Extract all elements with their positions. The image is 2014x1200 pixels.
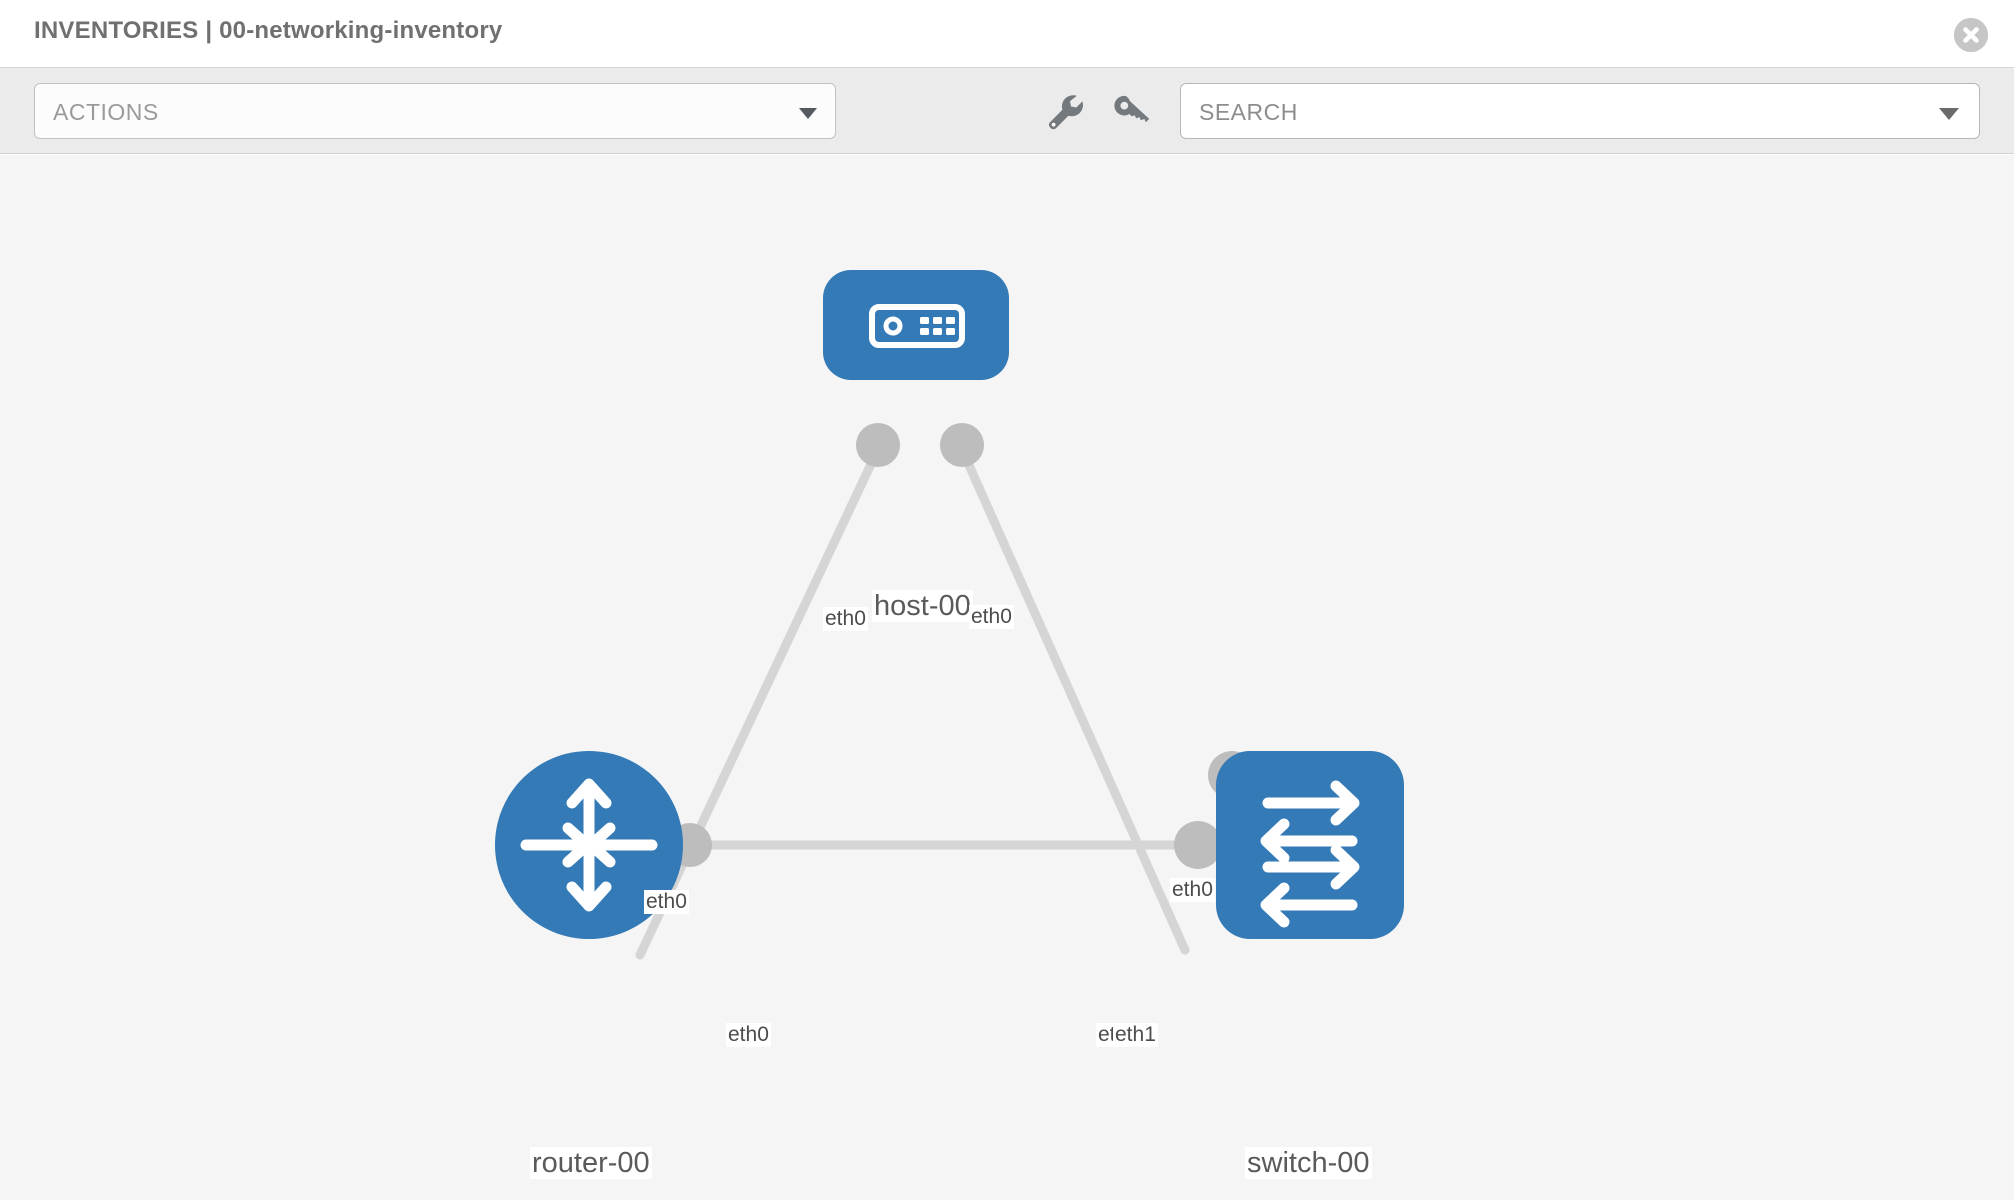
page-title: INVENTORIES | 00-networking-inventory: [34, 17, 503, 44]
node-switch-00: [1216, 751, 1404, 939]
connector-host-right: [940, 423, 984, 467]
key-icon[interactable]: [1110, 90, 1152, 132]
node-label-switch-00: switch-00: [1245, 1147, 1372, 1180]
title-bar: INVENTORIES | 00-networking-inventory: [0, 0, 2014, 68]
chevron-down-icon: [799, 108, 817, 119]
chevron-down-icon: [1939, 108, 1959, 120]
connector-host-left: [856, 423, 900, 467]
edge-label-host-router-to: eth0: [644, 890, 689, 915]
node-label-router-00: router-00: [530, 1147, 652, 1180]
search-input[interactable]: SEARCH: [1180, 83, 1980, 139]
router-four-arrows-icon: [520, 778, 658, 912]
edge-layer: [635, 440, 1205, 960]
wrench-icon[interactable]: [1043, 90, 1085, 132]
edge-host-router: [635, 440, 885, 960]
edge-label-host-router-from: eth0: [823, 607, 868, 632]
switch-arrows-icon: [1260, 780, 1360, 928]
topology-graph: [495, 270, 1404, 960]
edge-label-router-switch-to: eth1: [1113, 1023, 1158, 1048]
node-host-00: [823, 270, 1009, 380]
actions-dropdown-label: ACTIONS: [53, 99, 159, 125]
connector-layer: [668, 423, 1256, 869]
node-label-host-00: host-00: [872, 590, 973, 623]
edge-label-host-switch-to: eth0: [1170, 878, 1215, 903]
actions-dropdown[interactable]: ACTIONS: [34, 83, 836, 139]
edge-host-switch: [955, 440, 1190, 955]
toolbar: ACTIONS SEARCH: [0, 68, 2014, 154]
close-icon[interactable]: [1954, 18, 1988, 52]
topology-canvas[interactable]: host-00 router-00 switch-00 eth0 eth0 et…: [0, 155, 2014, 1200]
connector-switch-left: [1174, 821, 1222, 869]
search-placeholder: SEARCH: [1199, 99, 1298, 125]
edge-label-host-switch-from: eth0: [969, 605, 1014, 630]
node-router-00: [495, 751, 683, 939]
edge-label-router-switch-from: eth0: [726, 1023, 771, 1048]
server-device-icon: [869, 304, 965, 348]
